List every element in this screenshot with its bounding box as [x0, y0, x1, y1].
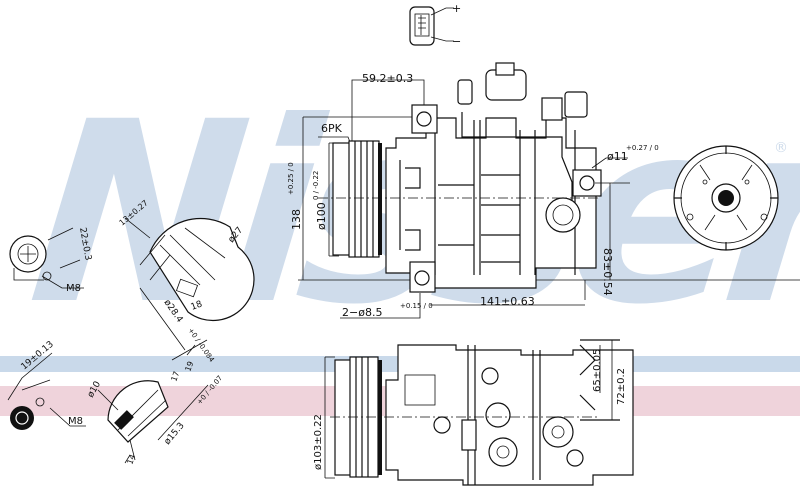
plus-terminal-label: +	[452, 2, 461, 15]
dim-port-height-2: 72±0.2	[616, 368, 627, 405]
dim-port2-thread: M8	[68, 416, 83, 427]
dim-mount-height: 83±0.54	[601, 248, 614, 296]
dim-mount-holes: 2−ø8.5	[342, 306, 382, 319]
registered-mark: ®	[774, 140, 788, 156]
dim-fitting2-e: 14	[125, 453, 137, 466]
dim-belt: 6PK	[321, 122, 343, 135]
dim-port1-thread: M8	[66, 283, 81, 294]
dim-fitting1-c: 18	[190, 299, 204, 312]
dim-port-height-1: 65±0.05	[592, 349, 603, 392]
compressor-bottom-view: ø103±0.22 65±0.05 72±0.2	[313, 339, 634, 486]
dim-fitting2-b: ø15.3	[163, 421, 187, 447]
dim-bolt-spacing: 59.2±0.3	[362, 72, 413, 85]
dim-height-tol: +0.25 / 0	[287, 162, 295, 195]
dim-height: 138	[290, 209, 303, 230]
dim-lower-pulley-dia: ø103±0.22	[313, 414, 324, 470]
dim-length: 141±0.63	[480, 295, 535, 308]
port-detail-1: 22±0.3 M8	[9, 227, 93, 294]
dim-pulley-tol: 0 / -0.22	[312, 171, 320, 200]
compressor-side-view: 59.2±0.3 6PK 138 +0.25 / 0 ø100 0 / -0.2…	[287, 62, 800, 319]
dim-mount-hole-right: ø11	[607, 150, 628, 163]
dim-pulley-dia: ø100	[315, 202, 328, 230]
minus-terminal-label: −	[452, 35, 461, 48]
electrical-connector: + −	[409, 2, 461, 48]
dim-fitting2-c: 17	[169, 370, 181, 383]
compressor-front-view	[673, 145, 779, 251]
dim-mount-holes-tol: +0.15 / 0	[400, 302, 433, 310]
dim-fitting2-d: 19	[183, 360, 195, 373]
dim-mount-hole-right-tol: +0.27 / 0	[626, 144, 659, 152]
